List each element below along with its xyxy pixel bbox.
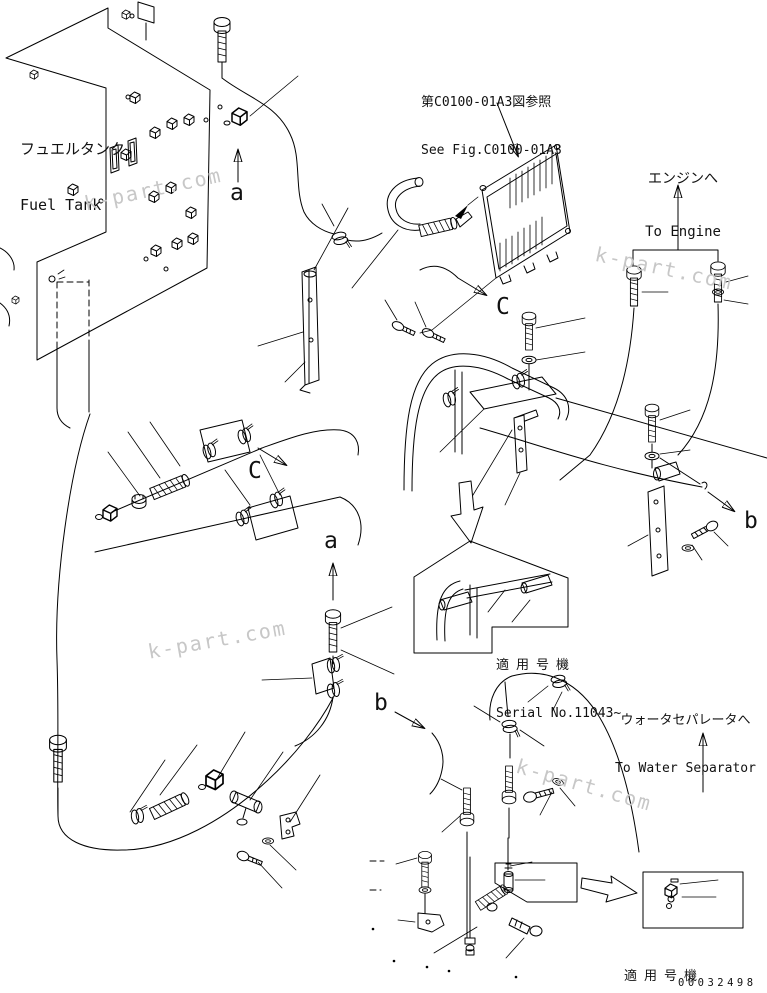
see-fig-note-jp: 第C0100-01A3図参照 xyxy=(421,94,552,110)
serial-note-11043-jp: 適用号機 xyxy=(496,657,577,673)
part-number: 00032498 xyxy=(678,977,757,989)
fuel-tank-label-jp: フュエルタンク xyxy=(20,139,126,158)
bottom-center-cluster xyxy=(369,837,638,979)
center-pipe-assembly xyxy=(403,311,767,511)
to-water-separator-label: ウォータセパレータへ To Water Separator xyxy=(604,680,767,810)
left-bracket-assembly xyxy=(257,207,446,394)
a-mid-assembly xyxy=(261,564,395,747)
section-marker-b-right: b xyxy=(744,508,758,534)
water-separator-assembly xyxy=(440,672,703,939)
fuel-tank-label: フュエルタンク Fuel Tank xyxy=(20,102,125,252)
to-water-separator-label-en: To Water Separator xyxy=(615,761,756,777)
serial-note-11043: 適用号機 Serial No.11043~ xyxy=(496,625,621,755)
serial-note-11081-jp: 適用号機 xyxy=(624,968,705,984)
to-engine-label-jp: エンジンへ xyxy=(648,171,718,187)
section-marker-a-top: a xyxy=(230,180,244,206)
left-pipe-assembly xyxy=(94,419,362,553)
tank-top-fitting-and-hose xyxy=(213,17,383,252)
section-marker-c-top: C xyxy=(496,294,510,320)
fuel-tank-label-en: Fuel Tank xyxy=(20,195,102,214)
inset-serial-11043 xyxy=(413,480,569,654)
see-fig-leader-arrow xyxy=(496,102,518,156)
section-marker-c-left: C xyxy=(248,458,262,484)
section-marker-a-mid: a xyxy=(324,528,338,554)
section-marker-b-mid: b xyxy=(374,690,388,716)
to-engine-label: エンジンへ To Engine xyxy=(618,136,748,276)
section-arrows xyxy=(238,150,486,795)
serial-note-11043-en: Serial No.11043~ xyxy=(496,706,622,722)
to-engine-label-en: To Engine xyxy=(645,223,721,240)
right-bracket-assembly xyxy=(627,403,729,577)
bottom-left-parts xyxy=(129,731,321,889)
cooler-hose-drawing xyxy=(351,177,479,289)
fuel-tank-drawing xyxy=(0,1,211,429)
see-fig-note-en: See Fig.C0100-01A3 xyxy=(421,143,562,159)
serial-note-11081: 適用号機 Serial No.11081~ xyxy=(624,936,749,993)
to-engine-lines xyxy=(559,186,749,481)
fuel-cooler-drawing xyxy=(419,144,571,334)
see-fig-note: 第C0100-01A3図参照 See Fig.C0100-01A3 xyxy=(421,62,562,192)
to-water-separator-label-jp: ウォータセパレータへ xyxy=(620,712,751,728)
inset-serial-11081 xyxy=(642,871,744,929)
